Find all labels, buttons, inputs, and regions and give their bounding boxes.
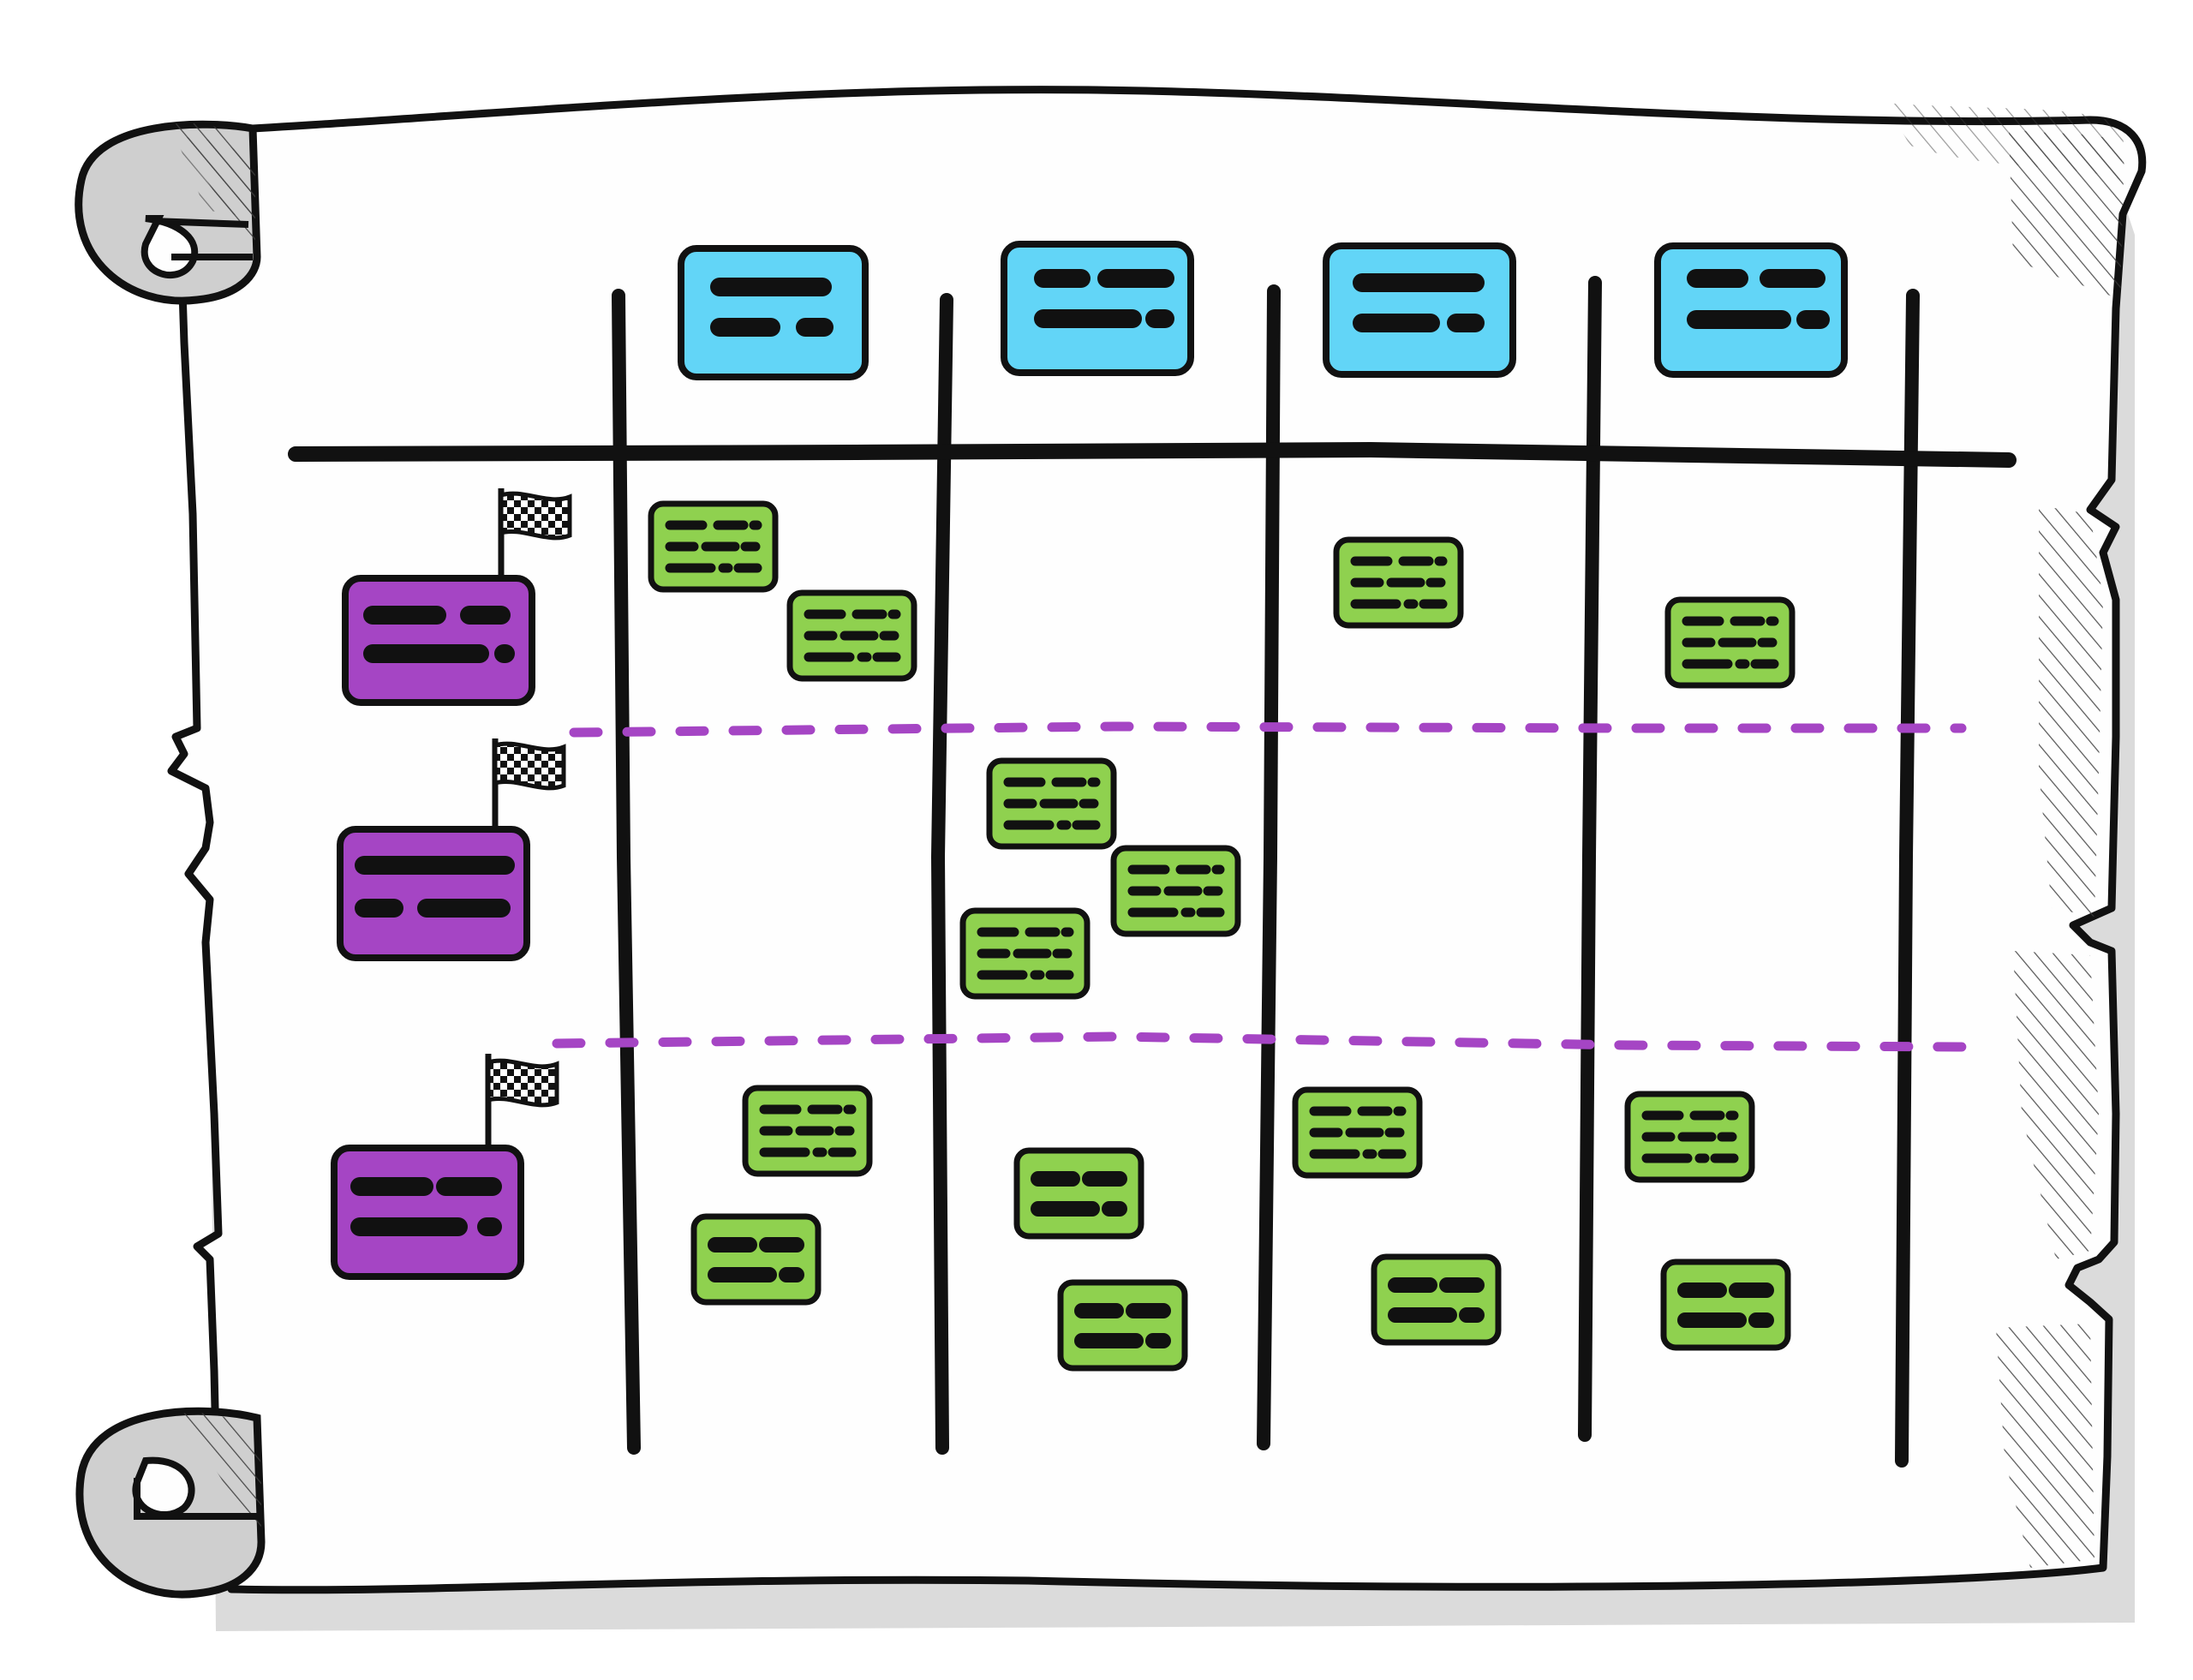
story-card[interactable]: [1057, 1279, 1188, 1372]
story-card[interactable]: [690, 1213, 822, 1306]
story-card[interactable]: [959, 907, 1091, 1000]
column-divider: [1257, 284, 1281, 1450]
bottom-left-roll: [75, 1407, 266, 1599]
column-divider: [1578, 276, 1602, 1442]
story-card[interactable]: [1371, 1253, 1502, 1346]
story-card[interactable]: [986, 757, 1117, 850]
column-divider: [1895, 289, 1920, 1468]
story-card[interactable]: [786, 589, 917, 682]
checkered-flag-icon: [498, 488, 572, 581]
story-card[interactable]: [648, 500, 779, 593]
release-line-1: [569, 721, 1967, 738]
release-line-2: [552, 1031, 1967, 1052]
story-card[interactable]: [1624, 1091, 1755, 1183]
header-cards: [678, 241, 1848, 380]
milestone-card[interactable]: [337, 738, 566, 961]
milestone-card[interactable]: [342, 488, 572, 706]
column-divider: [612, 289, 641, 1455]
milestone-cards: [331, 488, 572, 1280]
left-edge-hatching: [176, 137, 255, 218]
right-edge-hatching: [1885, 103, 2124, 1568]
header-card[interactable]: [1654, 242, 1848, 378]
milestone-card[interactable]: [331, 1054, 559, 1280]
scroll-paper: [167, 86, 2147, 1594]
column-dividers: [612, 276, 1920, 1468]
story-card[interactable]: [1013, 1147, 1144, 1240]
story-card[interactable]: [1110, 845, 1241, 937]
story-card[interactable]: [1292, 1086, 1423, 1179]
header-card[interactable]: [1001, 241, 1194, 376]
story-card[interactable]: [1333, 536, 1464, 629]
checkered-flag-icon: [492, 738, 566, 831]
story-card[interactable]: [1664, 596, 1796, 689]
checkered-flag-icon: [485, 1054, 559, 1150]
header-card[interactable]: [678, 245, 869, 380]
story-card[interactable]: [742, 1085, 873, 1177]
column-divider: [930, 293, 953, 1455]
header-divider: [288, 441, 2017, 468]
release-lines: [552, 721, 1967, 1052]
header-card[interactable]: [1323, 242, 1516, 378]
story-cards: [648, 500, 1796, 1372]
story-card[interactable]: [1660, 1259, 1791, 1351]
